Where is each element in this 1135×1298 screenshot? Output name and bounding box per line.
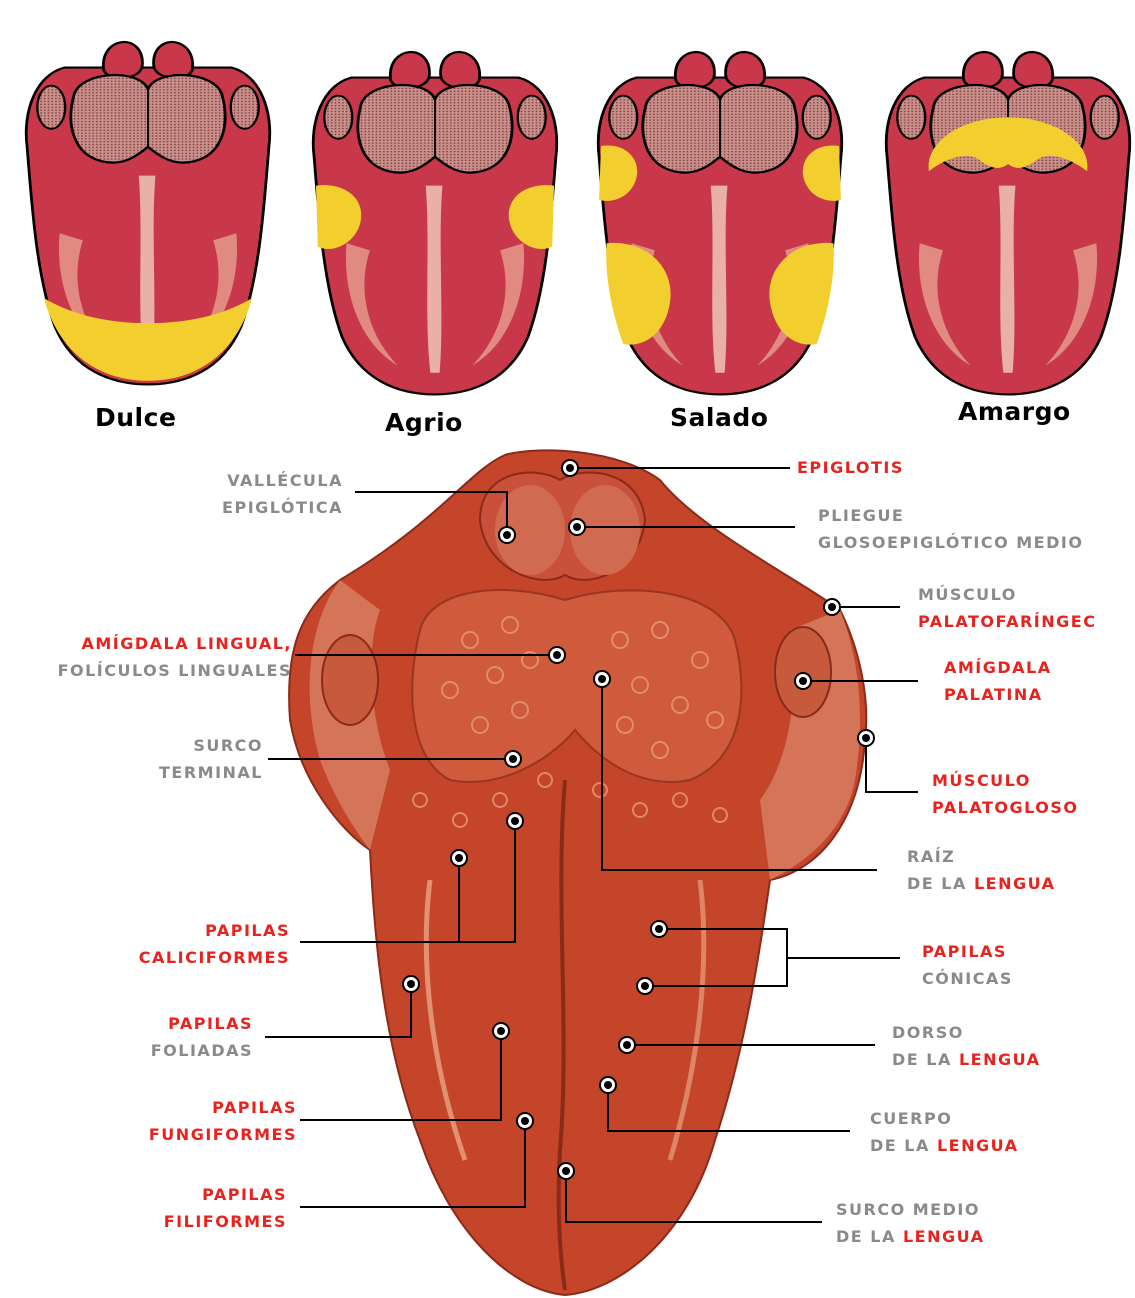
label-cuerpo-lengua: CUERPO DE LA LENGUA [870, 1105, 1018, 1159]
label-cuerpo-lengua-word: LENGUA [937, 1136, 1019, 1155]
label-cuerpo-prefix: DE LA [870, 1136, 937, 1155]
taste-tongue-salado [598, 52, 842, 394]
label-surco-terminal: SURCO TERMINAL [159, 732, 263, 786]
label-amigdala-lingual: AMÍGDALA LINGUAL, FOLÍCULOS LINGUALES [58, 630, 292, 684]
label-foliadas-line1: PAPILAS [151, 1010, 253, 1037]
anatomical-tongue [289, 450, 866, 1295]
label-surco-medio: SURCO MEDIO DE LA LENGUA [836, 1196, 984, 1250]
label-dorso-lengua: DORSO DE LA LENGUA [892, 1019, 1040, 1073]
label-conicas-line2: CÓNICAS [922, 965, 1013, 992]
label-amigdala-lingual-line2: FOLÍCULOS LINGUALES [58, 657, 292, 684]
label-surco-medio-prefix: DE LA [836, 1227, 903, 1246]
label-epiglotis: EPIGLOTIS [797, 454, 904, 481]
label-foliadas-line2: FOLIADAS [151, 1037, 253, 1064]
label-surco-medio-lengua-word: LENGUA [903, 1227, 985, 1246]
label-dorso-line1: DORSO [892, 1019, 1040, 1046]
label-papilas-conicas: PAPILAS CÓNICAS [922, 938, 1013, 992]
label-surco-medio-line1: SURCO MEDIO [836, 1196, 984, 1223]
label-amigdala-palatina: AMÍGDALA PALATINA [944, 654, 1052, 708]
label-fungiformes-line1: PAPILAS [149, 1094, 297, 1121]
label-papilas-fungiformes: PAPILAS FUNGIFORMES [149, 1094, 297, 1148]
label-caliciformes-line2: CALICIFORMES [139, 944, 290, 971]
label-surco-terminal-line1: SURCO [159, 732, 263, 759]
label-cuerpo-line1: CUERPO [870, 1105, 1018, 1132]
label-filiformes-line1: PAPILAS [164, 1181, 287, 1208]
label-pliegue-line1: PLIEGUE [818, 502, 1083, 529]
taste-tongue-dulce [26, 42, 270, 384]
taste-label-amargo: Amargo [958, 397, 1071, 426]
label-dorso-prefix: DE LA [892, 1050, 959, 1069]
taste-label-dulce: Dulce [95, 403, 176, 432]
label-raiz-prefix: DE LA [907, 874, 974, 893]
label-raiz-lengua: RAÍZ DE LA LENGUA [907, 843, 1055, 897]
label-papilas-foliadas: PAPILAS FOLIADAS [151, 1010, 253, 1064]
label-papilas-filiformes: PAPILAS FILIFORMES [164, 1181, 287, 1235]
label-vallecula-line1: VALLÉCULA [222, 467, 343, 494]
label-amigdala-palatina-line1: AMÍGDALA [944, 654, 1052, 681]
label-vallecula-line2: EPIGLÓTICA [222, 494, 343, 521]
label-palatogloso-line2: PALATOGLOSO [932, 794, 1078, 821]
left-palatine-tonsil [322, 635, 378, 725]
label-palatofaringeo-line1: MÚSCULO [918, 581, 1096, 608]
label-palatofaringeo-line2: PALATOFARÍNGEC [918, 608, 1096, 635]
label-musculo-palatofaringeo: MÚSCULO PALATOFARÍNGEC [918, 581, 1096, 635]
label-conicas-line1: PAPILAS [922, 938, 1013, 965]
taste-label-salado: Salado [670, 403, 768, 432]
label-musculo-palatogloso: MÚSCULO PALATOGLOSO [932, 767, 1078, 821]
label-fungiformes-line2: FUNGIFORMES [149, 1121, 297, 1148]
label-amigdala-lingual-line1: AMÍGDALA LINGUAL, [58, 630, 292, 657]
label-filiformes-line2: FILIFORMES [164, 1208, 287, 1235]
label-raiz-line1: RAÍZ [907, 843, 1055, 870]
taste-label-agrio: Agrio [385, 408, 463, 437]
label-palatogloso-line1: MÚSCULO [932, 767, 1078, 794]
label-caliciformes-line1: PAPILAS [139, 917, 290, 944]
label-raiz-lengua-word: LENGUA [974, 874, 1056, 893]
label-surco-terminal-line2: TERMINAL [159, 759, 263, 786]
label-dorso-lengua-word: LENGUA [959, 1050, 1041, 1069]
taste-tongue-agrio [313, 52, 557, 394]
label-amigdala-palatina-line2: PALATINA [944, 681, 1052, 708]
taste-tongue-amargo [886, 52, 1130, 394]
label-pliegue: PLIEGUE GLOSOEPIGLÓTICO MEDIO [818, 502, 1083, 556]
label-pliegue-line2: GLOSOEPIGLÓTICO MEDIO [818, 529, 1083, 556]
label-papilas-caliciformes: PAPILAS CALICIFORMES [139, 917, 290, 971]
label-vallecula: VALLÉCULA EPIGLÓTICA [222, 467, 343, 521]
